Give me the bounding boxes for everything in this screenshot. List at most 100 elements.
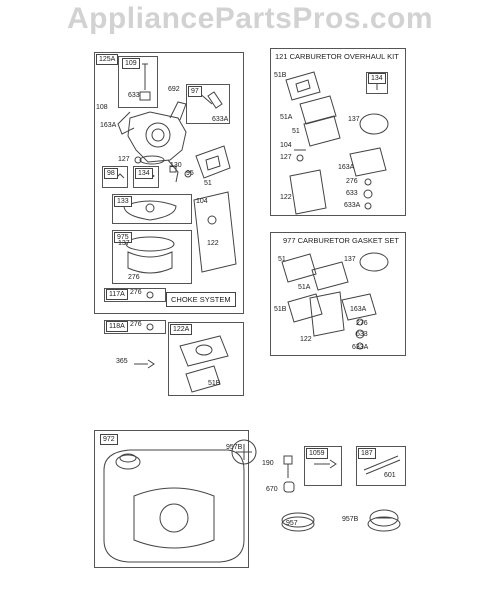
- carburetor-overhaul-kit-title: 121 CARBURETOR OVERHAUL KIT: [275, 52, 399, 61]
- label-108: 108: [96, 104, 108, 111]
- adapter-122a-drawing: [179, 335, 229, 367]
- part-127-drawing: [134, 156, 142, 164]
- fuel-tank-drawing: [103, 449, 245, 563]
- kit-label-163a: 163A: [338, 164, 355, 171]
- group-972-frame: [94, 430, 249, 568]
- kit-label-276: 276: [346, 178, 358, 185]
- kit-gasket-122-drawing: [289, 169, 327, 215]
- label-276-975: 276: [128, 274, 140, 281]
- sub-frame-187: [356, 446, 406, 486]
- set-o-ring-137-drawing: [359, 252, 389, 272]
- part-130-drawing: [169, 165, 177, 173]
- part-tag-187: 187: [358, 448, 376, 459]
- set-gasket-51-drawing: [281, 253, 317, 283]
- spacer-670-drawing: [283, 481, 295, 493]
- set-label-51b: 51B: [274, 306, 287, 313]
- o-ring-137-drawing: [125, 236, 175, 252]
- carburetor-gasket-set-title: 977 CARBURETOR GASKET SET: [283, 236, 400, 245]
- kit-label-51b: 51B: [274, 72, 287, 79]
- kit-633a-drawing: [364, 202, 372, 210]
- gasket-51b-drawing: [185, 365, 221, 393]
- label-51: 51: [204, 180, 212, 187]
- kit-276-drawing: [364, 178, 372, 186]
- kit-label-51a: 51A: [280, 114, 293, 121]
- part-276-117a-drawing: [146, 291, 154, 299]
- part-tag-975: 975: [114, 232, 132, 243]
- set-gasket-163a-drawing: [341, 293, 377, 321]
- label-137: 137: [118, 240, 130, 247]
- gasket-51-drawing: [195, 145, 231, 179]
- label-633: 633: [128, 92, 140, 99]
- label-190: 190: [262, 460, 274, 467]
- label-670: 670: [266, 486, 278, 493]
- kit-gasket-51a-drawing: [299, 95, 337, 125]
- fitting-1059-drawing: [314, 459, 337, 469]
- group-125a-tag: 125A: [96, 54, 119, 65]
- part-tag-118a: 118A: [106, 321, 128, 332]
- sub-frame-109: [118, 56, 158, 108]
- label-633a: 633A: [212, 116, 229, 123]
- kit-label-137: 137: [348, 116, 360, 123]
- sub-frame-98: [102, 166, 128, 188]
- carburetor-overhaul-kit-frame: [270, 48, 406, 216]
- sub-frame-134-kit: [366, 72, 388, 94]
- label-601: 601: [384, 472, 396, 479]
- kit-label-633: 633: [346, 190, 358, 197]
- set-label-51: 51: [278, 256, 286, 263]
- kit-label-122: 122: [280, 194, 292, 201]
- screw-190-drawing: [283, 455, 293, 478]
- set-label-633: 633: [356, 331, 368, 338]
- gasket-122-drawing: [193, 191, 237, 273]
- kit-gasket-51b-drawing: [285, 71, 321, 101]
- part-276-118a-drawing: [146, 323, 154, 331]
- kit-label-104: 104: [280, 142, 292, 149]
- carburetor-body-drawing: [117, 63, 187, 183]
- choke-plate-drawing: [123, 200, 177, 221]
- kit-washer-127-drawing: [296, 154, 304, 162]
- part-tag-133: 133: [114, 196, 132, 207]
- label-51b: 51B: [208, 380, 221, 387]
- set-label-633a: 633A: [352, 344, 369, 351]
- sub-frame-1059: [304, 446, 342, 486]
- label-122: 122: [207, 240, 219, 247]
- filter-187-drawing: [363, 455, 401, 475]
- part-tag-134-kit: 134: [368, 73, 386, 84]
- label-957: 957: [286, 520, 298, 527]
- label-95: 95: [186, 170, 194, 177]
- label-957b-2: 957B: [342, 516, 359, 523]
- part-tag-109: 109: [122, 58, 140, 69]
- set-gasket-122-drawing: [309, 291, 345, 337]
- kit-label-127: 127: [280, 154, 292, 161]
- label-276-117a: 276: [130, 289, 142, 296]
- label-957b: 957B: [226, 444, 243, 451]
- label-692: 692: [168, 86, 180, 93]
- part-95-drawing: [184, 170, 192, 178]
- sub-frame-118a: [104, 320, 166, 334]
- kit-gasket-163a-drawing: [349, 147, 387, 177]
- watermark-logo: AppliancePartsPros.com: [66, 2, 434, 35]
- fuel-cap-957b-2-drawing: [367, 516, 401, 532]
- sub-frame-975: [112, 230, 192, 284]
- set-label-51a: 51A: [298, 284, 311, 291]
- set-label-137: 137: [344, 256, 356, 263]
- set-gasket-51b-drawing: [287, 293, 323, 323]
- kit-label-633a: 633A: [344, 202, 361, 209]
- sub-frame-122a: [168, 322, 244, 396]
- group-972-tag: 972: [100, 434, 118, 445]
- set-276-drawing: [356, 318, 364, 326]
- label-127: 127: [118, 156, 130, 163]
- part-tag-97: 97: [188, 86, 202, 97]
- float-bowl-drawing: [127, 251, 173, 274]
- part-tag-117a: 117A: [106, 289, 128, 300]
- fuel-cap-957-drawing: [281, 516, 315, 532]
- set-gasket-51a-drawing: [311, 261, 349, 291]
- label-130: 130: [170, 162, 182, 169]
- kit-label-51: 51: [292, 128, 300, 135]
- carburetor-gasket-set-frame: [270, 232, 406, 356]
- sub-frame-134: [133, 166, 159, 188]
- part-tag-98: 98: [104, 168, 118, 179]
- fuel-cap-957b-drawing: [231, 439, 257, 465]
- kit-gasket-51-drawing: [303, 115, 341, 147]
- part-365-drawing: [134, 359, 155, 369]
